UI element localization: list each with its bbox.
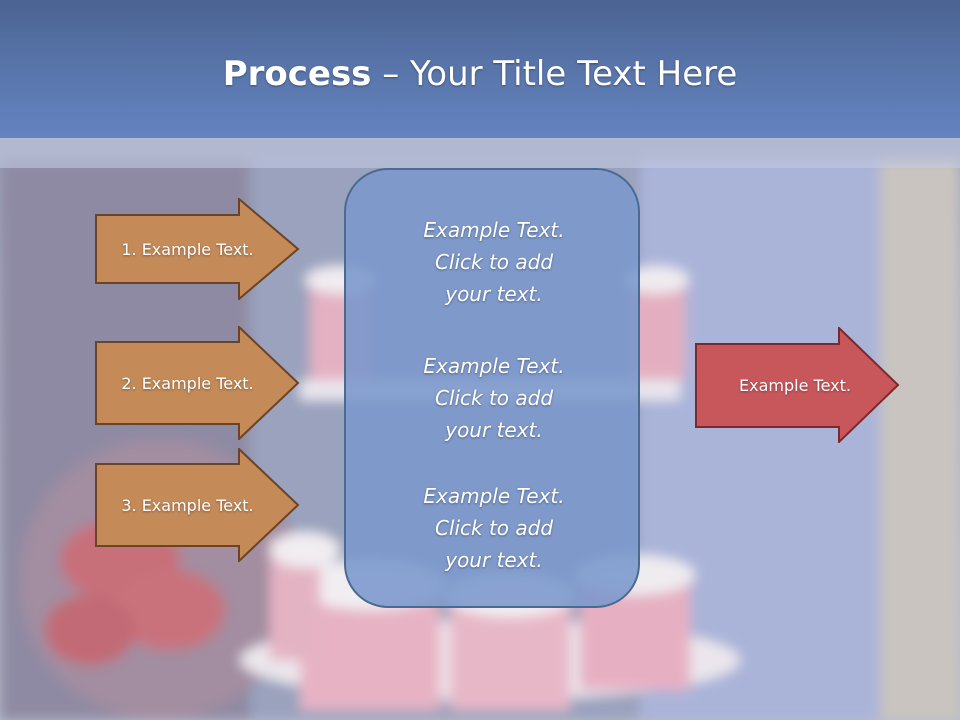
left-arrow-1[interactable]: 1. Example Text.	[95, 198, 300, 300]
title-rest: – Your Title Text Here	[371, 54, 738, 94]
left-arrow-2[interactable]: 2. Example Text.	[95, 326, 300, 440]
title-bold: Process	[222, 54, 372, 94]
center-text-block-3: Example Text. Click to add your text.	[423, 484, 565, 572]
center-text-block-2: Example Text. Click to add your text.	[423, 354, 565, 442]
arrow-label: Example Text.	[739, 375, 851, 395]
arrow-label: 2. Example Text.	[121, 373, 254, 393]
center-text-box[interactable]: Example Text. Click to add your text. Ex…	[344, 168, 640, 608]
arrow-shape	[95, 198, 300, 300]
center-text-block-1: Example Text. Click to add your text.	[423, 218, 565, 306]
right-arrow[interactable]: Example Text.	[695, 327, 900, 443]
arrow-label: 3. Example Text.	[121, 495, 254, 515]
arrow-shape	[95, 326, 300, 440]
left-arrow-3[interactable]: 3. Example Text.	[95, 448, 300, 562]
arrow-shape	[95, 448, 300, 562]
title-strip	[0, 138, 960, 168]
title-bar	[0, 0, 960, 138]
arrow-label: 1. Example Text.	[121, 239, 254, 259]
arrow-shape	[695, 327, 900, 443]
slide-title[interactable]: Process – Your Title Text Here	[0, 52, 960, 96]
